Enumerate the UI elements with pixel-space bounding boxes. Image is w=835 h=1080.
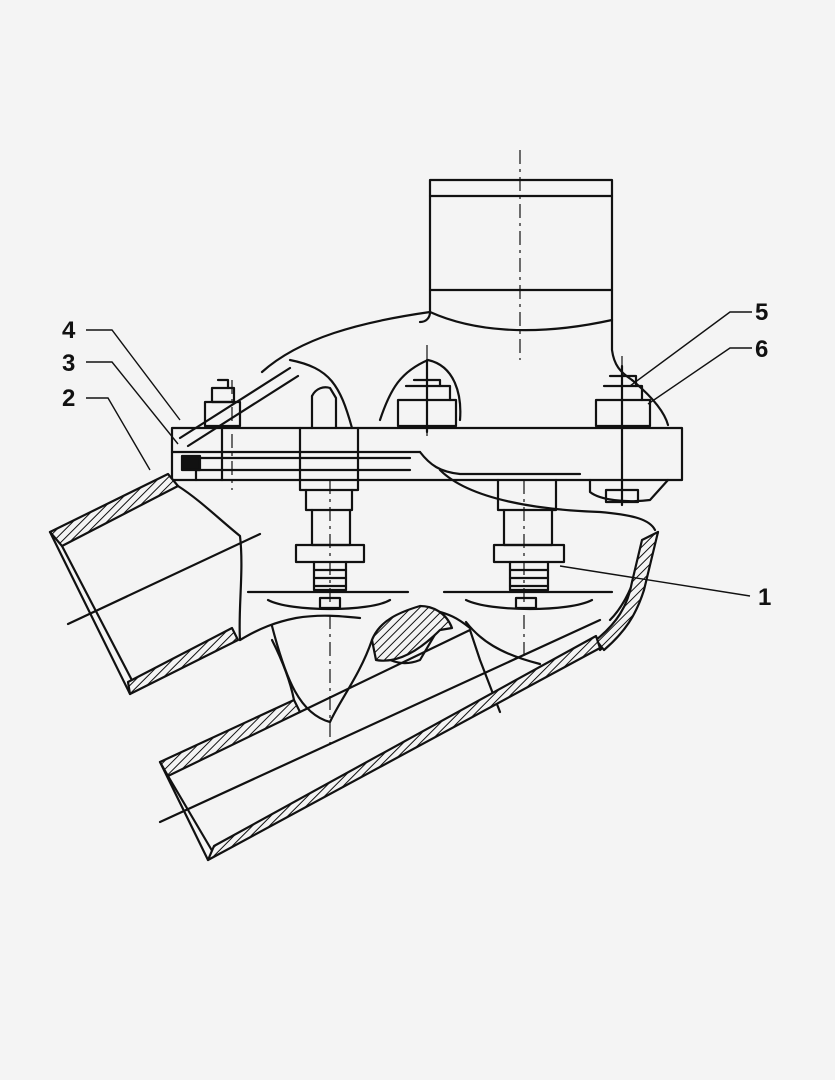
callout-3: 3 [62,350,75,377]
leader-1 [559,565,751,597]
leader-6 [647,347,752,405]
callout-2: 2 [62,385,75,412]
leader-lines [86,311,752,597]
leader-4 [86,329,181,421]
callout-5: 5 [755,299,768,326]
callout-1: 1 [758,584,771,611]
leader-2 [86,397,151,471]
callout-labels: 1 2 3 4 5 6 [62,299,771,611]
leader-3 [86,361,179,445]
left-inlet-pipe [48,472,262,696]
bolt-right [594,364,652,507]
center-lines [231,150,623,748]
callout-4: 4 [62,317,76,344]
valve-post-left [294,386,366,592]
leader-5 [629,311,752,387]
right-wall-hatch [594,530,660,652]
bolt-left [178,366,300,482]
callout-6: 6 [755,336,768,363]
upper-outlet-pipe [418,178,634,382]
valve-post-right [492,478,566,592]
partition-hatch [370,604,454,662]
lower-inlet-pipe [158,618,602,862]
cover-flange [170,426,684,503]
